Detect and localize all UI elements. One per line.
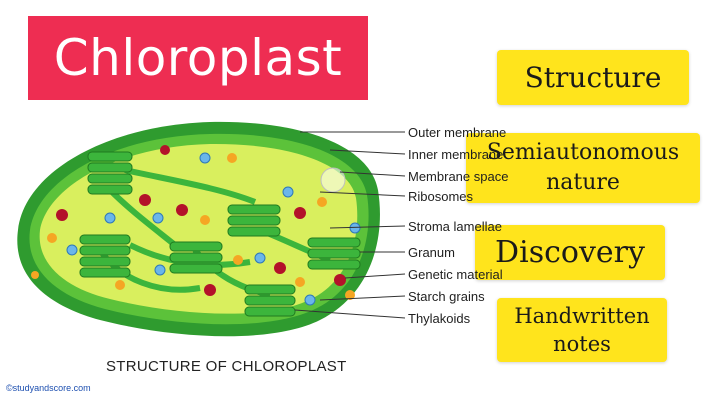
label-inner-membrane: Inner membrane <box>408 147 504 162</box>
structure-button[interactable]: Structure <box>497 50 689 105</box>
label-outer-membrane: Outer membrane <box>408 125 507 140</box>
granum-5 <box>307 237 361 270</box>
semiautonomous-nature-button[interactable]: Semiautonomous nature <box>466 133 700 203</box>
label-granum: Granum <box>408 245 455 260</box>
label-ribosomes: Ribosomes <box>408 189 474 204</box>
ribosome-dots <box>66 152 361 306</box>
callout-lines <box>294 131 406 319</box>
title-banner: Chloroplast <box>28 16 368 100</box>
label-stroma-lamellae: Stroma lamellae <box>408 219 502 234</box>
handwritten-notes-button[interactable]: Handwritten notes <box>497 298 667 362</box>
label-genetic-material: Genetic material <box>408 267 503 282</box>
diagram-caption: STRUCTURE OF CHLOROPLAST <box>106 358 347 375</box>
label-membrane-space: Membrane space <box>408 169 509 184</box>
discovery-label: Discovery <box>495 235 645 270</box>
structure-label: Structure <box>524 61 662 94</box>
genetic-material-dots <box>56 145 346 296</box>
starch-grain-dots <box>31 153 355 300</box>
granum-4 <box>169 241 223 274</box>
label-starch-grains: Starch grains <box>408 289 485 304</box>
granum-2 <box>227 204 281 237</box>
page-title: Chloroplast <box>53 29 343 87</box>
granum-1 <box>87 151 133 195</box>
label-thylakoids: Thylakoids <box>408 311 471 326</box>
grana-group <box>79 151 361 317</box>
granum-3 <box>79 234 131 278</box>
chloroplast-diagram <box>17 121 406 337</box>
granum-6 <box>244 284 296 317</box>
notes-label: Handwritten notes <box>514 304 650 356</box>
membrane-space-highlight <box>320 167 346 193</box>
discovery-button[interactable]: Discovery <box>475 225 665 280</box>
source-credit: ©studyandscore.com <box>6 383 91 393</box>
semiautonomous-label: Semiautonomous nature <box>486 140 680 195</box>
